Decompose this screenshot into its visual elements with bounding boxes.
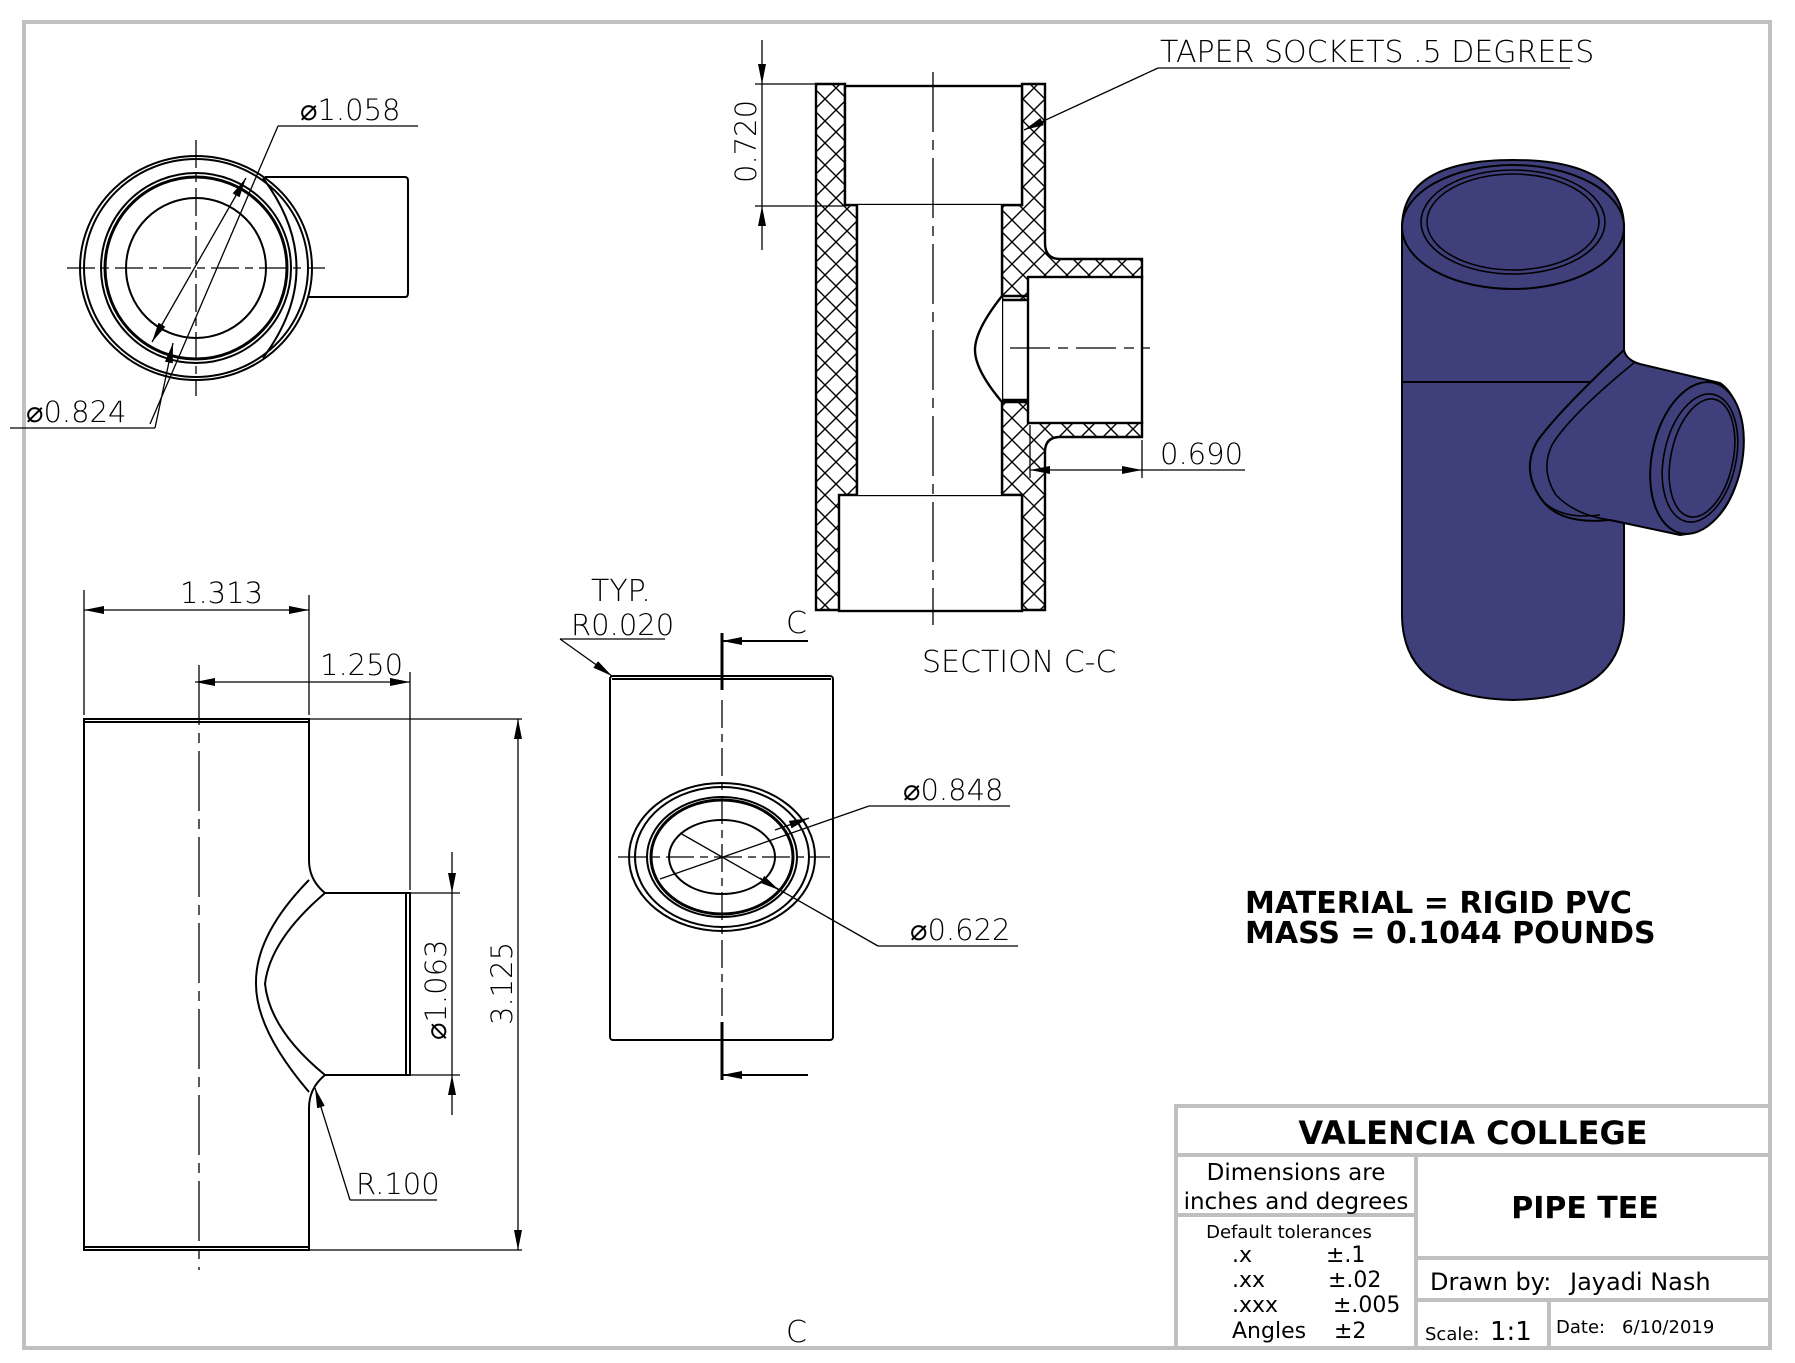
- dim-fillet-radius: R.100: [356, 1167, 440, 1201]
- top-view: [10, 125, 418, 429]
- dim-edge-radius: R0.020: [571, 608, 674, 642]
- units-note-line1: Dimensions are: [1207, 1160, 1386, 1186]
- isometric-model: [1401, 158, 1745, 702]
- dim-branch-diameter: ⌀1.063: [419, 940, 453, 1040]
- tolerances-title: Default tolerances: [1206, 1222, 1372, 1243]
- tolerance-table: .x ±.1 .xx ±.02 .xxx ±.005 Angles ±2: [1232, 1243, 1400, 1344]
- scale-label: Scale:: [1425, 1324, 1480, 1345]
- tol-precision: .xx: [1232, 1268, 1265, 1293]
- title-block: [1174, 1104, 1772, 1350]
- dim-overall-height: 3.125: [485, 942, 519, 1025]
- drawn-by-name: Jayadi Nash: [1568, 1268, 1711, 1296]
- dim-branch-length: 1.250: [320, 648, 403, 682]
- section-marker-bottom: C: [786, 1315, 807, 1350]
- date-value: 6/10/2019: [1622, 1317, 1714, 1338]
- units-note-line2: inches and degrees: [1184, 1189, 1409, 1215]
- mass-note: MASS = 0.1044 POUNDS: [1245, 916, 1656, 951]
- drawn-by-label: Drawn by:: [1430, 1268, 1551, 1296]
- typ-label: TYP.: [591, 574, 651, 609]
- tol-precision: .x: [1232, 1243, 1252, 1268]
- tol-value: ±2: [1334, 1319, 1366, 1344]
- tol-value: ±.02: [1328, 1268, 1381, 1293]
- date-label: Date:: [1556, 1317, 1605, 1338]
- section-view: [814, 82, 1144, 613]
- section-label: SECTION C-C: [922, 645, 1116, 680]
- tol-precision: .xxx: [1232, 1293, 1278, 1318]
- dim-top-outer-diameter: ⌀1.058: [300, 93, 400, 127]
- section-marker-top: C: [786, 606, 807, 641]
- institution-name: VALENCIA COLLEGE: [1298, 1114, 1647, 1152]
- tol-value: ±.1: [1326, 1243, 1365, 1268]
- dim-side-inner-diameter: ⌀0.622: [910, 913, 1010, 947]
- material-note: MATERIAL = RIGID PVC: [1245, 886, 1632, 921]
- dim-branch-socket-depth: 0.690: [1160, 437, 1243, 471]
- drawing-title: PIPE TEE: [1511, 1191, 1659, 1226]
- dim-side-outer-diameter: ⌀0.848: [903, 773, 1003, 807]
- dim-top-inner-diameter: ⌀0.824: [26, 395, 126, 429]
- front-view: [83, 665, 411, 1270]
- dim-socket-depth: 0.720: [729, 100, 763, 183]
- scale-value: 1:1: [1490, 1317, 1532, 1347]
- sheet-border: [22, 20, 1772, 1350]
- taper-note: TAPER SOCKETS .5 DEGREES: [1160, 35, 1594, 70]
- dim-overall-width: 1.313: [180, 576, 263, 610]
- tol-precision: Angles: [1232, 1319, 1306, 1344]
- tol-value: ±.005: [1333, 1293, 1400, 1318]
